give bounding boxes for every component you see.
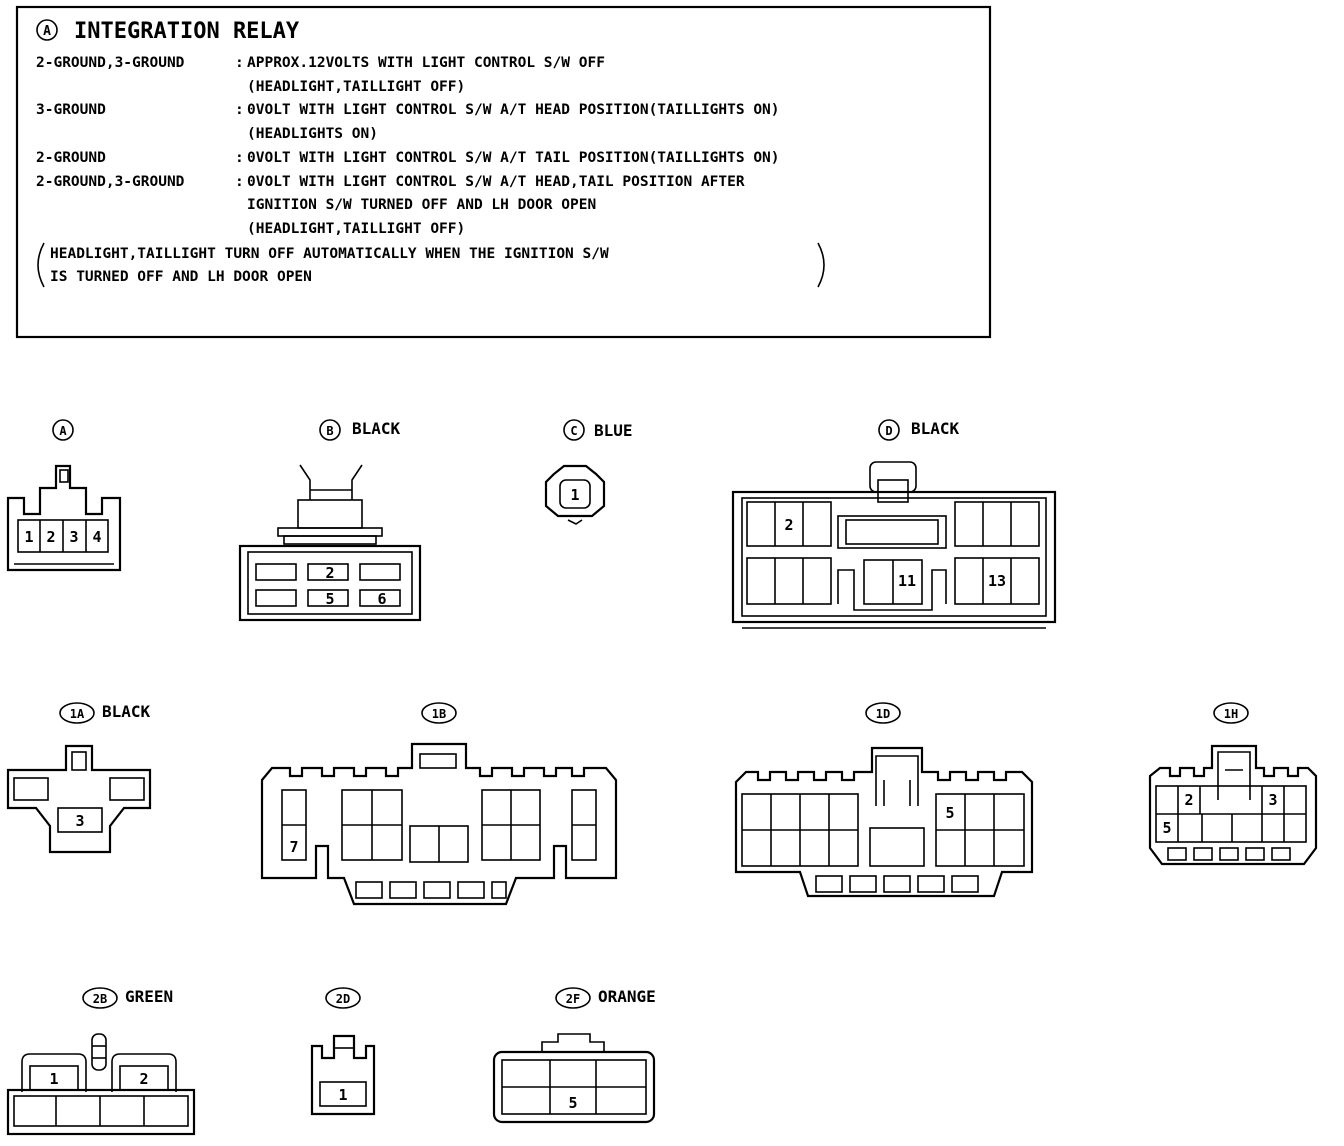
connector-b-pin-2: 2 [325,564,334,582]
connector-a: A 1 2 3 4 [6,419,122,572]
connector-d: D BLACK 2 11 13 [731,419,1057,629]
note-row-4-line-2: IGNITION S/W TURNED OFF AND LH DOOR OPEN [247,197,596,213]
connector-c-color: BLUE [594,421,633,440]
connector-c-pin-1: 1 [570,486,579,504]
note-row-1-pins: 2-GROUND,3-GROUND [36,55,185,71]
connector-2b-pin-2: 2 [139,1070,148,1088]
remark-close-paren [817,242,825,288]
connector-2f-pin-5: 5 [568,1094,577,1112]
connector-c: C BLUE 1 [544,419,633,525]
note-row-3-sep: : [235,150,244,166]
connector-1d: 1D 5 [734,702,1034,898]
note-row-4-line-3: (HEADLIGHT,TAILLIGHT OFF) [247,221,465,237]
connector-2f-color: ORANGE [598,987,656,1006]
connector-b-pin-5: 5 [325,590,334,608]
connector-1b-pin-7: 7 [289,838,298,856]
connector-1d-pin-5: 5 [945,804,954,822]
connector-1a-color: BLACK [102,702,151,721]
connector-1h-pin-2: 2 [1184,791,1193,809]
connector-1a-pin-3: 3 [75,812,84,830]
connector-c-code: C [570,424,577,438]
connector-d-pin-2: 2 [784,516,793,534]
connector-b-code: B [326,424,333,438]
connector-a-pin-1: 1 [24,528,33,546]
connector-1d-code: 1D [876,707,890,721]
connector-1a: 1A BLACK 3 [6,702,152,854]
connector-2f: 2F ORANGE 5 [492,987,656,1124]
note-row-2-pins: 3-GROUND [36,102,106,118]
connector-2f-code: 2F [566,992,580,1006]
note-row-1-sep: : [235,55,244,71]
note-row-2-sep: : [235,102,244,118]
note-row-4-line-1: 0VOLT WITH LIGHT CONTROL S/W A/T HEAD,TA… [247,174,745,190]
note-row-2-line-2: (HEADLIGHTS ON) [247,126,378,142]
remark-open-paren [37,242,45,288]
connector-d-pin-13: 13 [988,572,1006,590]
note-row-4-pins: 2-GROUND,3-GROUND [36,174,185,190]
note-row-1-line-1: APPROX.12VOLTS WITH LIGHT CONTROL S/W OF… [247,55,605,71]
integration-relay-note: A INTEGRATION RELAY 2-GROUND,3-GROUND : … [15,5,992,339]
connector-2b-code: 2B [93,992,107,1006]
connector-1h-code: 1H [1224,707,1238,721]
connector-1h-pin-3: 3 [1268,791,1277,809]
connector-b: B BLACK 2 5 6 [238,419,422,622]
note-marker: A [43,24,51,39]
note-row-1-line-2: (HEADLIGHT,TAILLIGHT OFF) [247,79,465,95]
connector-2d: 2D 1 [310,987,376,1116]
connector-2d-pin-1: 1 [338,1086,347,1104]
connector-1b: 1B 7 [260,702,618,906]
connector-2b: 2B GREEN 1 2 [6,987,196,1136]
connector-a-pin-2: 2 [46,528,55,546]
connector-b-color: BLACK [352,419,401,438]
note-title: INTEGRATION RELAY [74,19,300,44]
connector-2d-code: 2D [336,992,350,1006]
note-row-2-line-1: 0VOLT WITH LIGHT CONTROL S/W A/T HEAD PO… [247,102,780,118]
note-row-4-sep: : [235,174,244,190]
connector-d-pin-11: 11 [898,572,916,590]
note-row-3-pins: 2-GROUND [36,150,106,166]
connector-2b-color: GREEN [125,987,173,1006]
connector-2b-pin-1: 1 [49,1070,58,1088]
connector-a-pin-3: 3 [69,528,78,546]
note-remark-line-2: IS TURNED OFF AND LH DOOR OPEN [50,269,312,285]
note-remark-line-1: HEADLIGHT,TAILLIGHT TURN OFF AUTOMATICAL… [50,246,609,262]
connector-a-code: A [59,424,67,438]
connector-d-code: D [885,424,892,438]
connector-1b-code: 1B [432,707,446,721]
connector-1h: 1H 2 3 5 [1148,702,1318,866]
connector-1h-pin-5: 5 [1162,819,1171,837]
connector-d-color: BLACK [911,419,960,438]
connector-b-pin-6: 6 [377,590,386,608]
connector-1a-code: 1A [70,707,85,721]
connector-a-pin-4: 4 [92,528,101,546]
note-row-3-line-1: 0VOLT WITH LIGHT CONTROL S/W A/T TAIL PO… [247,150,780,166]
